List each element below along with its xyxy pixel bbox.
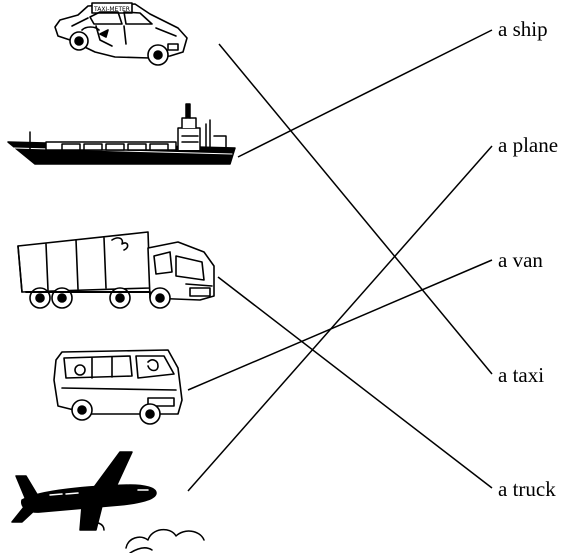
match-lines — [188, 30, 492, 491]
airplane-icon — [12, 452, 204, 553]
match-line-ship — [238, 30, 492, 157]
match-line-truck — [218, 277, 492, 488]
delivery-truck-icon — [18, 232, 214, 308]
match-line-taxi — [219, 44, 492, 374]
van-icon — [54, 350, 182, 424]
taxi-car-icon: TAXI-METER — [55, 3, 187, 65]
word-truck: a truck — [498, 479, 556, 500]
word-ship: a ship — [498, 19, 548, 40]
cargo-ship-icon — [8, 104, 235, 164]
word-van: a van — [498, 250, 543, 271]
word-plane: a plane — [498, 135, 558, 156]
word-taxi: a taxi — [498, 365, 544, 386]
